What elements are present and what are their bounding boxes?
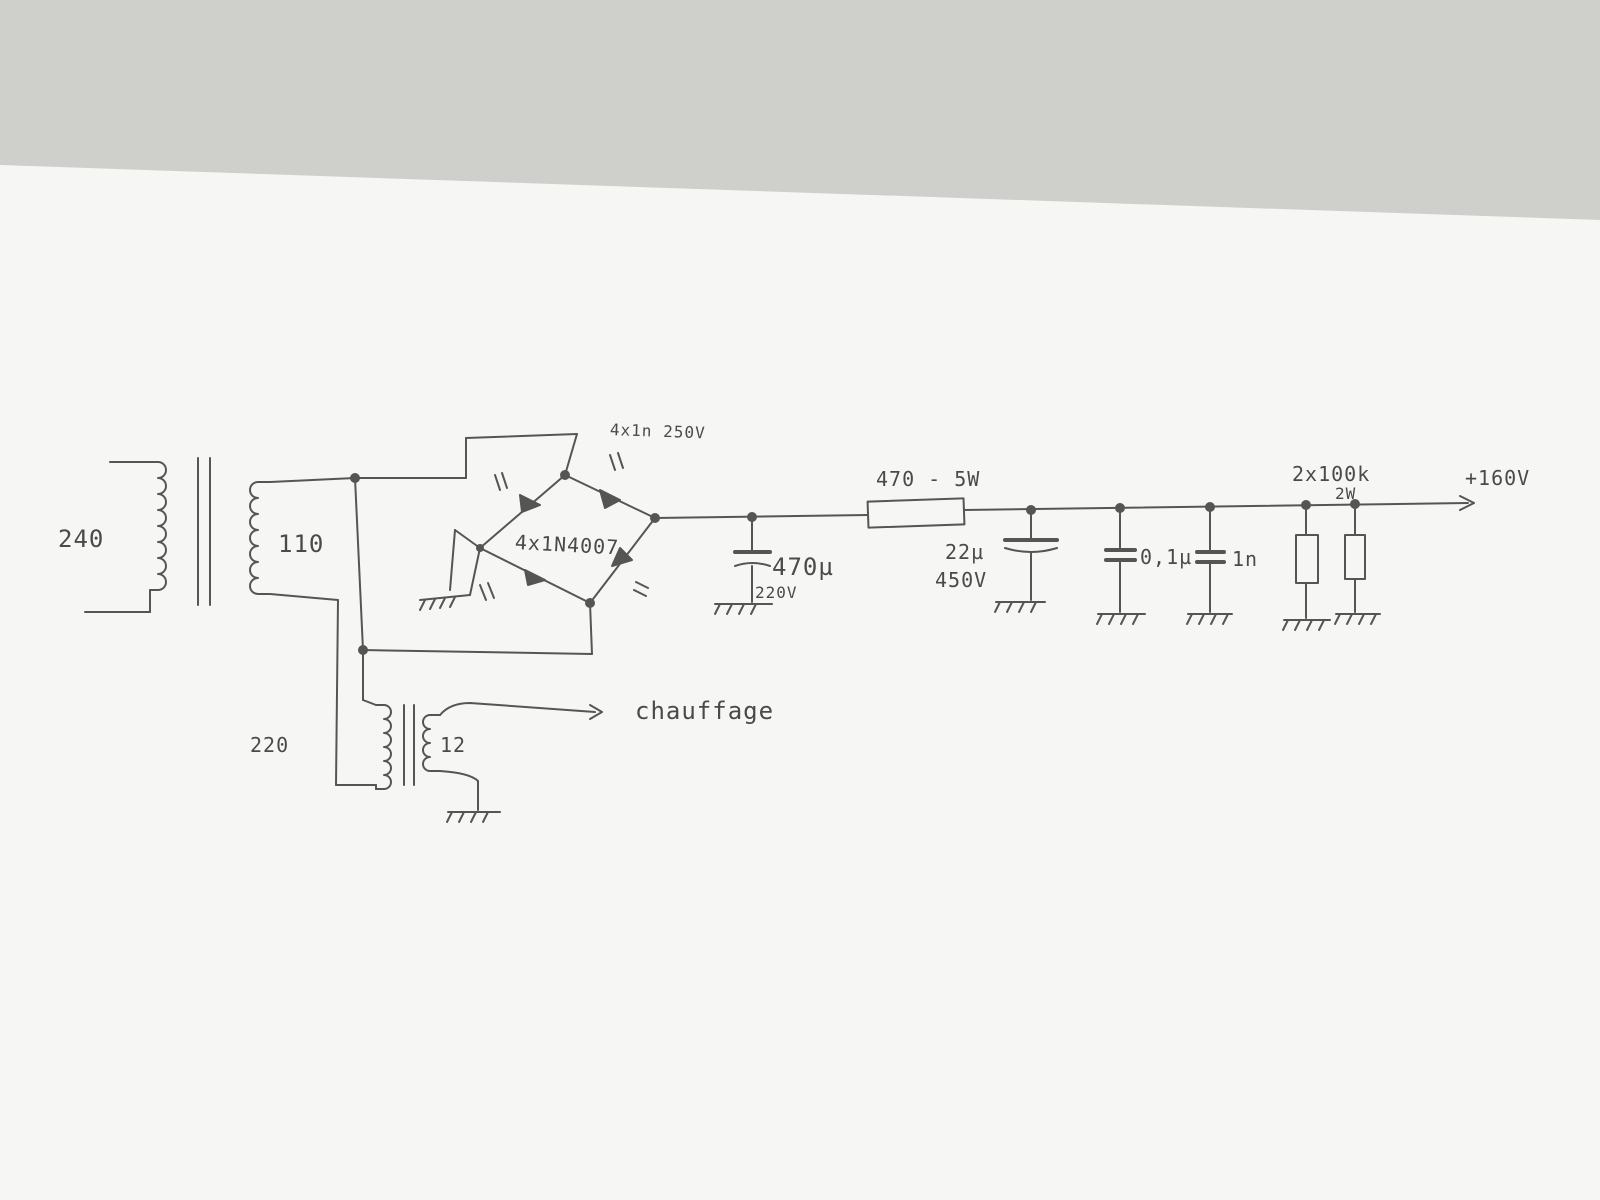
heater-arrow xyxy=(589,704,603,720)
label-decoupling-cap-1: 0,1µ xyxy=(1140,545,1193,569)
label-filter-cap-1-rating: 220V xyxy=(755,583,798,602)
label-heater-output: chauffage xyxy=(635,697,775,725)
label-filter-cap-1-value: 470µ xyxy=(772,553,834,581)
label-primary-voltage: 240 xyxy=(58,525,105,553)
label-secondary-voltage: 110 xyxy=(278,530,325,558)
ac-wire-bottom xyxy=(362,649,593,655)
diode-4 xyxy=(524,569,546,586)
dc-rail-1 xyxy=(654,514,869,519)
primary-winding xyxy=(149,461,167,591)
diode-3 xyxy=(611,547,633,567)
series-resistor xyxy=(866,497,966,529)
paper-sheet xyxy=(0,165,1600,1200)
ac-wire-down xyxy=(354,477,364,651)
label-bleeder-resistors: 2x100k xyxy=(1292,462,1371,486)
label-output-voltage: +160V xyxy=(1465,466,1531,490)
label-aux-primary: 220 xyxy=(250,733,290,757)
decoupling-cap-1 xyxy=(1096,507,1146,625)
diode-1 xyxy=(519,494,541,513)
label-series-resistor: 470 - 5W xyxy=(876,467,981,491)
filter-cap-2 xyxy=(994,509,1059,613)
filter-cap-1 xyxy=(714,516,773,615)
aux-transformer xyxy=(362,699,603,823)
dc-rail-2 xyxy=(963,502,1469,511)
main-transformer xyxy=(84,457,356,613)
bleeder-resistor-1 xyxy=(1282,504,1331,631)
bridge-rectifier xyxy=(419,433,656,611)
aux-primary-winding xyxy=(375,704,392,790)
output-arrow xyxy=(1459,495,1475,511)
label-filter-cap-2-value: 22µ xyxy=(945,540,985,564)
label-aux-secondary: 12 xyxy=(440,733,467,757)
decoupling-cap-2 xyxy=(1186,506,1233,625)
aux-secondary-winding xyxy=(422,714,441,772)
label-decoupling-cap-2: 1n xyxy=(1232,547,1259,571)
bleeder-resistor-2 xyxy=(1334,503,1381,625)
secondary-winding xyxy=(249,481,271,595)
label-bridge-caps: 4x1n 250V xyxy=(609,420,706,443)
label-bleeder-rating: 2W xyxy=(1335,484,1357,503)
schematic-drawing xyxy=(84,433,1475,823)
junction-dots xyxy=(350,470,1360,655)
diode-2 xyxy=(599,489,621,509)
aux-wire xyxy=(335,599,339,786)
label-filter-cap-2-rating: 450V xyxy=(935,568,988,592)
